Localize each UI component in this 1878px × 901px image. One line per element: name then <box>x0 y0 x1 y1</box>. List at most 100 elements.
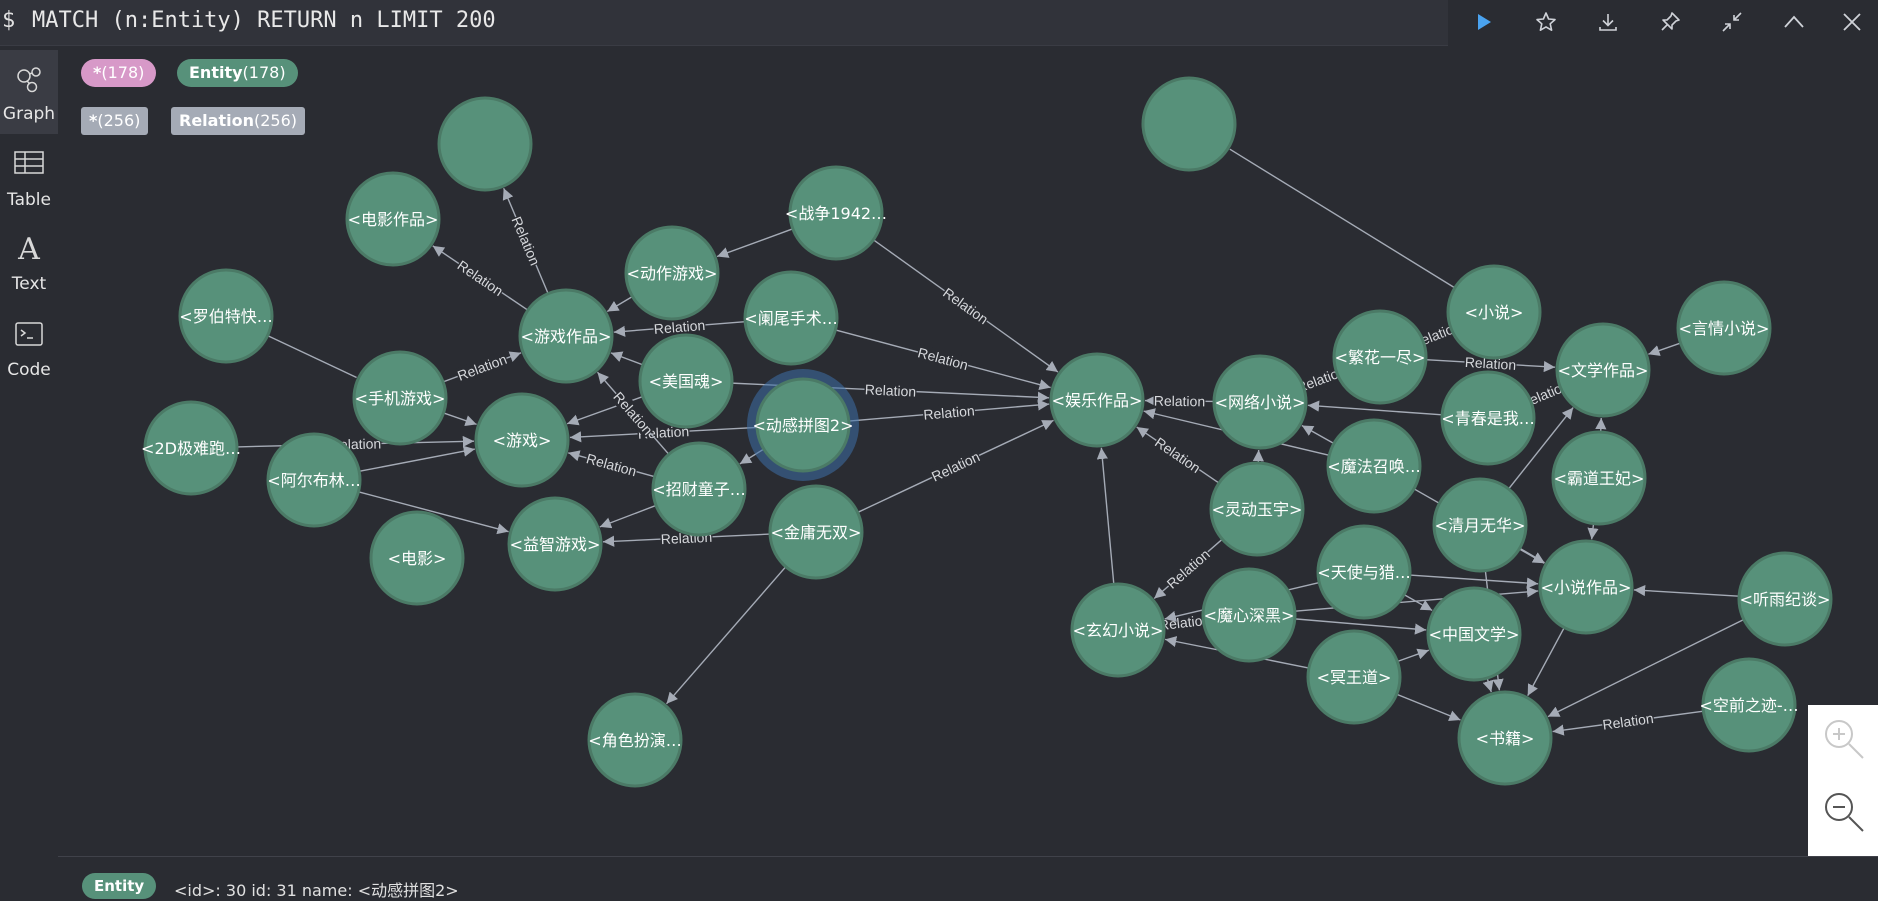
node-label: <阑尾手术… <box>744 309 837 328</box>
node-label: <角色扮演… <box>588 731 681 750</box>
graph-node[interactable]: <角色扮演… <box>588 694 681 786</box>
graph-node[interactable]: <游戏> <box>476 394 568 486</box>
inspector-badge[interactable]: Entity <box>82 873 156 899</box>
sidebar-item-code[interactable]: Code <box>0 306 58 390</box>
graph-edge[interactable] <box>1592 524 1594 540</box>
graph-node[interactable]: <电影作品> <box>347 173 439 265</box>
sidebar-item-table[interactable]: Table <box>0 136 58 220</box>
graph-edge[interactable] <box>611 353 643 365</box>
legend-node-all[interactable]: *(178) <box>81 59 156 87</box>
graph-edge[interactable] <box>600 505 656 526</box>
graph-edge[interactable] <box>1101 448 1113 584</box>
graph-node[interactable]: <文学作品> <box>1557 324 1649 416</box>
graph-node[interactable]: <书籍> <box>1459 692 1551 784</box>
graph-node[interactable]: <言情小说> <box>1678 282 1770 374</box>
zoom-out-icon[interactable] <box>1821 789 1867 835</box>
pin-icon[interactable] <box>1648 4 1692 40</box>
legend-label: Entity <box>189 63 243 82</box>
node-label: <玄幻小说> <box>1073 621 1164 640</box>
legend-rel-relation[interactable]: Relation(256) <box>171 107 305 135</box>
graph-node[interactable]: <娱乐作品> <box>1051 354 1143 446</box>
inspector-properties: <id>: 30 id: 31 name: <动感拼图2> <box>174 877 459 901</box>
graph-edge[interactable] <box>443 413 476 424</box>
graph-node[interactable] <box>1143 78 1235 170</box>
graph-edge[interactable] <box>717 229 793 257</box>
play-icon[interactable] <box>1462 4 1506 40</box>
graph-edge[interactable] <box>1308 405 1442 414</box>
legend-rel-all[interactable]: *(256) <box>81 107 148 135</box>
graph-node[interactable]: <玄幻小说> <box>1072 584 1164 676</box>
star-icon[interactable] <box>1524 4 1568 40</box>
graph-node[interactable]: <战争1942… <box>785 167 887 259</box>
graph-node[interactable]: <电影> <box>371 512 463 604</box>
graph-node[interactable]: <灵动玉宇> <box>1211 463 1303 555</box>
graph-node[interactable]: <2D极难跑… <box>141 402 241 494</box>
graph-node[interactable]: <美国魂> <box>640 335 732 427</box>
graph-node[interactable]: <中国文学> <box>1428 588 1520 680</box>
top-bar: $ MATCH (n:Entity) RETURN n LIMIT 200 <box>0 0 1878 48</box>
graph-node[interactable]: <天使与猎… <box>1317 526 1410 618</box>
graph-legend: *(178) Entity(178) *(256) Relation(256) <box>58 48 1878 148</box>
graph-node[interactable]: <动感拼图2> <box>747 369 859 481</box>
query-editor[interactable]: $ MATCH (n:Entity) RETURN n LIMIT 200 <box>0 0 1448 46</box>
graph-node[interactable]: <繁花一尽> <box>1334 311 1426 403</box>
graph-edge[interactable] <box>1648 343 1680 354</box>
sidebar-item-text[interactable]: A Text <box>0 220 58 304</box>
node-label: <清月无华> <box>1435 516 1526 535</box>
graph-node[interactable]: <冥王道> <box>1308 631 1400 723</box>
node-label: <益智游戏> <box>510 535 601 554</box>
graph-node[interactable]: <网络小说> <box>1214 356 1306 448</box>
sidebar-item-graph[interactable]: Graph <box>0 50 58 134</box>
sidebar-item-label: Graph <box>0 104 58 124</box>
graph-node[interactable]: <动作游戏> <box>626 227 718 319</box>
chevron-up-icon[interactable] <box>1772 4 1816 40</box>
legend-node-entity[interactable]: Entity(178) <box>177 59 298 87</box>
edge-label: Relation <box>585 450 639 479</box>
graph-node[interactable]: <手机游戏> <box>354 352 446 444</box>
node-circle[interactable] <box>1143 78 1235 170</box>
graph-edge[interactable] <box>1487 678 1491 692</box>
graph-node[interactable]: <招财童子… <box>652 443 745 535</box>
query-text[interactable]: MATCH (n:Entity) RETURN n LIMIT 200 <box>32 8 496 33</box>
graph-node[interactable] <box>439 98 531 190</box>
node-label: <美国魂> <box>649 372 724 391</box>
graph-edge[interactable] <box>1397 650 1429 661</box>
node-label: <空前之迹-… <box>1699 696 1798 715</box>
zoom-in-icon[interactable] <box>1821 716 1867 762</box>
close-icon[interactable] <box>1830 4 1874 40</box>
graph-node[interactable]: <听雨纪谈> <box>1739 553 1831 645</box>
graph-edge[interactable] <box>268 336 357 378</box>
graph-node[interactable]: <魔法召唤… <box>1327 420 1420 512</box>
graph-node[interactable]: <罗伯特快… <box>179 270 272 362</box>
graph-svg[interactable]: RelationRelationRelationRelationRelation… <box>58 148 1878 856</box>
graph-edge[interactable] <box>1528 628 1565 696</box>
graph-node[interactable]: <游戏作品> <box>520 290 612 382</box>
graph-edge[interactable] <box>359 449 475 471</box>
graph-node[interactable]: <青春是我… <box>1441 372 1534 464</box>
graph-node[interactable]: <霸道王妃> <box>1553 432 1645 524</box>
graph-node[interactable]: <阿尔布林… <box>267 434 360 526</box>
graph-edge[interactable] <box>1302 425 1334 443</box>
graph-node[interactable]: <清月无华> <box>1434 479 1526 571</box>
graph-edge[interactable] <box>607 297 632 312</box>
collapse-icon[interactable] <box>1710 4 1754 40</box>
graph-node[interactable]: <魔心深黑> <box>1203 569 1295 661</box>
download-icon[interactable] <box>1586 4 1630 40</box>
graph-node[interactable]: <小说> <box>1448 266 1540 358</box>
graph-edge[interactable] <box>667 567 786 704</box>
graph-node[interactable]: <小说作品> <box>1540 541 1632 633</box>
graph-node[interactable]: <空前之迹-… <box>1699 659 1798 751</box>
node-circle[interactable] <box>439 98 531 190</box>
graph-edge[interactable] <box>1295 619 1426 630</box>
graph-edge[interactable] <box>1404 595 1432 611</box>
graph-edge[interactable] <box>1410 575 1538 584</box>
graph-edge[interactable] <box>1230 149 1455 288</box>
graph-edge[interactable] <box>1601 418 1602 432</box>
graph-edge[interactable] <box>1397 694 1461 720</box>
graph-node[interactable]: <金庸无双> <box>770 486 862 578</box>
node-label: <魔心深黑> <box>1204 606 1295 625</box>
graph-node[interactable]: <阑尾手术… <box>744 272 837 364</box>
graph-node[interactable]: <益智游戏> <box>509 498 601 590</box>
graph-edge[interactable] <box>1634 590 1739 596</box>
